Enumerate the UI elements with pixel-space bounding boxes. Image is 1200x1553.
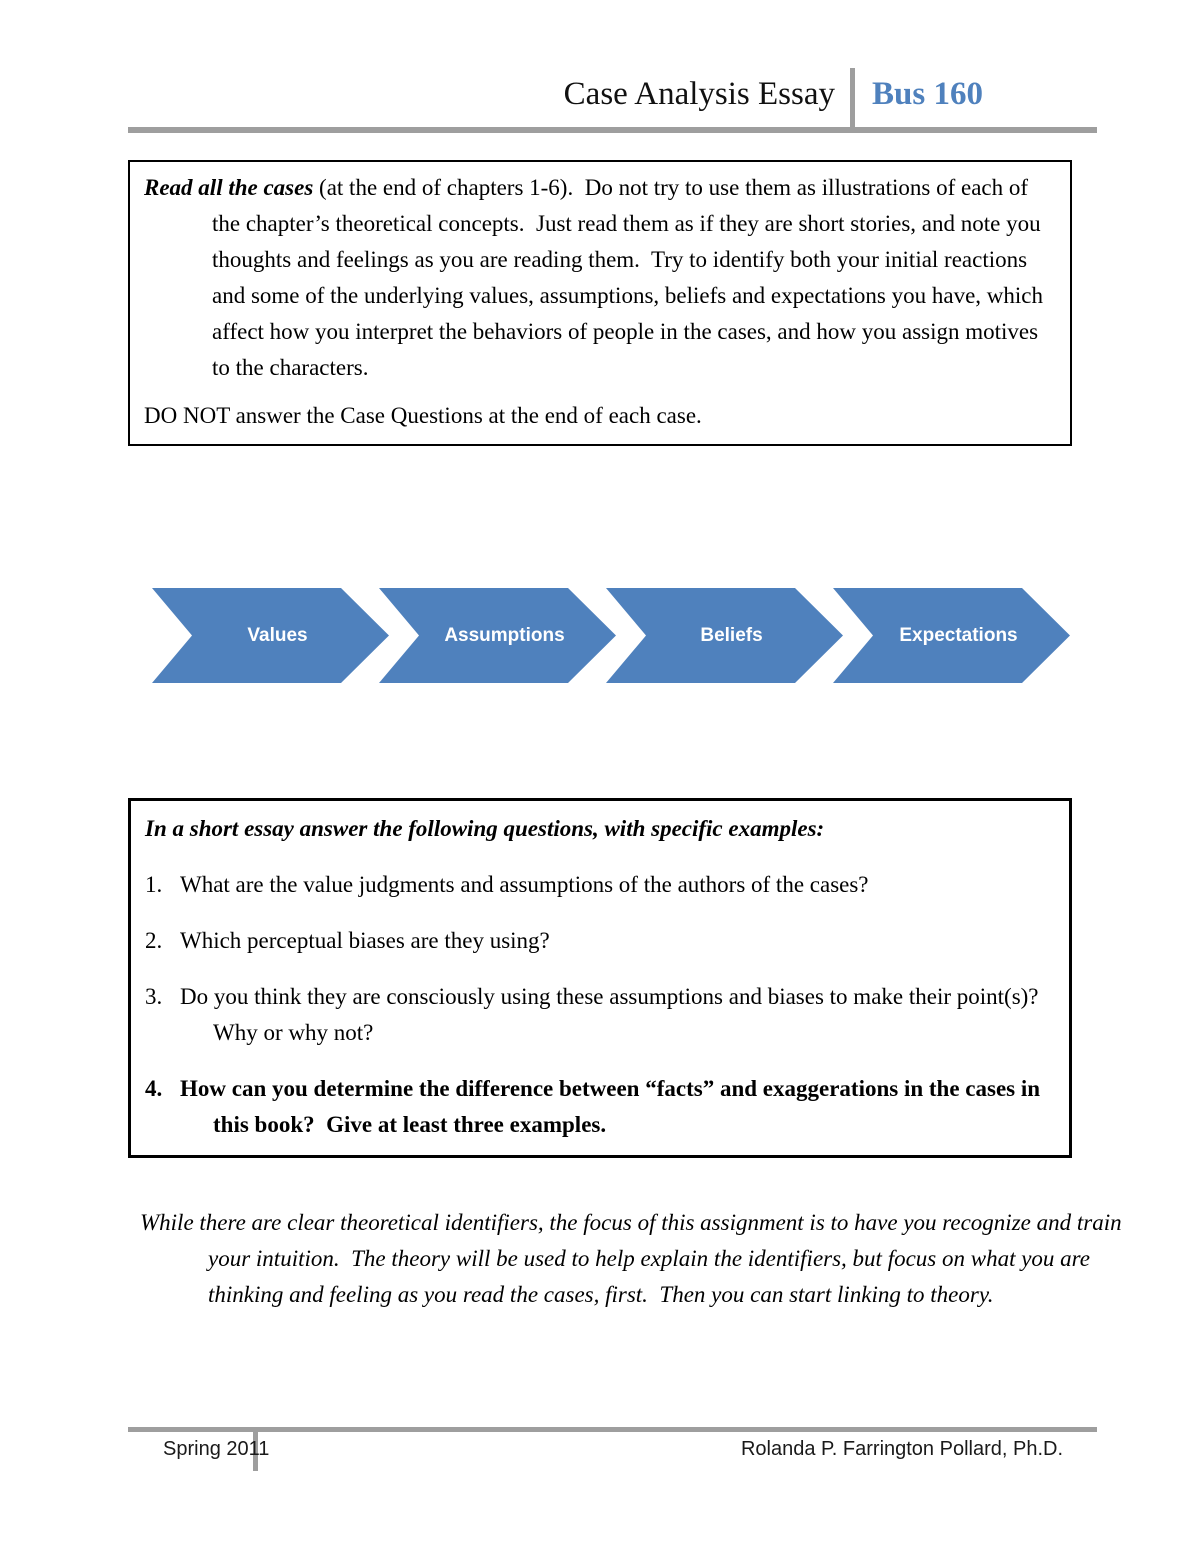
question-number: 2.	[145, 928, 163, 953]
footer-author: Rolanda P. Farrington Pollard, Ph.D.	[740, 1438, 1063, 1460]
question-item: 2. Which perceptual biases are they using…	[145, 923, 1055, 959]
chevron-step-expectations: Expectations	[833, 588, 1070, 683]
chevron-step-beliefs: Beliefs	[606, 588, 843, 683]
question-text: How can you determine the difference bet…	[180, 1076, 1046, 1137]
question-number: 3.	[145, 984, 163, 1009]
questions-box: In a short essay answer the following qu…	[128, 798, 1072, 1158]
question-item: 3. Do you think they are consciously usin…	[145, 979, 1055, 1051]
step-label: Beliefs	[700, 624, 763, 646]
instructions-paragraph: Read all the cases (at the end of chapte…	[144, 170, 1056, 386]
page-title: Case Analysis Essay	[563, 76, 835, 112]
footer-divider	[253, 1427, 258, 1471]
question-number: 4.	[145, 1076, 163, 1101]
question-text: Which perceptual biases are they using?	[180, 928, 550, 953]
question-text: Do you think they are consciously using …	[180, 984, 1050, 1045]
instructions-box: Read all the cases (at the end of chapte…	[128, 160, 1072, 446]
process-flow: Values Assumptions Beliefs Expectations	[152, 588, 1092, 683]
footer-rule	[128, 1427, 1097, 1432]
questions-title: In a short essay answer the following qu…	[145, 816, 825, 841]
chevron-step-values: Values	[152, 588, 389, 683]
question-item: 1. What are the value judgments and assum…	[145, 867, 1055, 903]
step-label: Expectations	[899, 624, 1018, 646]
closing-note: While there are clear theoretical identi…	[140, 1210, 1128, 1307]
footer-term: Spring 2011	[163, 1438, 270, 1460]
instructions-note: DO NOT answer the Case Questions at the …	[144, 403, 702, 428]
step-label: Assumptions	[444, 624, 565, 646]
instructions-lead: Read all the cases	[144, 175, 314, 200]
question-text: What are the value judgments and assumpt…	[180, 872, 869, 897]
course-code: Bus 160	[872, 76, 983, 112]
header-rule	[128, 127, 1097, 133]
chevron-step-assumptions: Assumptions	[379, 588, 616, 683]
question-number: 1.	[145, 872, 163, 897]
step-label: Values	[247, 624, 308, 646]
instructions-body: (at the end of chapters 1-6). Do not try…	[212, 175, 1049, 380]
question-item: 4. How can you determine the difference b…	[145, 1071, 1055, 1143]
header-divider	[850, 68, 855, 133]
